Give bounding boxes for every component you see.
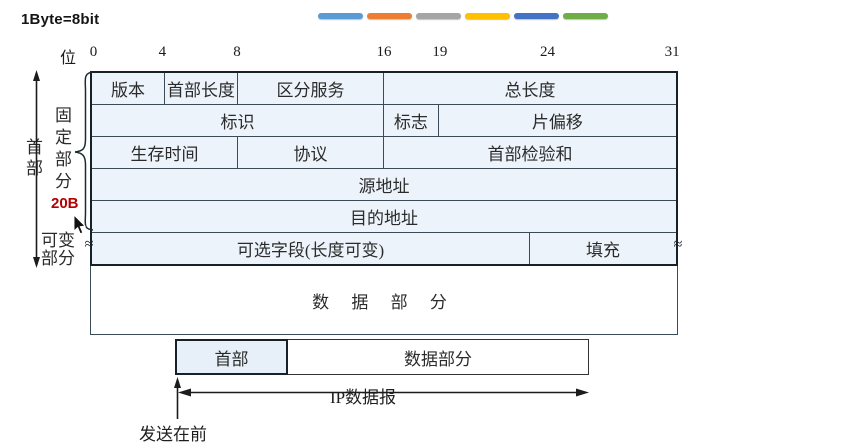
field-version: 版本 [92,73,165,104]
bit-unit-label: 位 [60,50,77,67]
variable-part-line1: 可变 [41,231,75,250]
sent-first-arrow [174,377,181,419]
decor-bar-2 [367,13,412,19]
field-frag-offset: 片偏移 [438,105,676,136]
datagram-data-cell: 数据部分 [288,339,589,375]
mouse-cursor [73,213,87,235]
fixed-part-size: 20B [51,195,79,212]
ipv4-header-table: 版本 首部长度 区分服务 总长度 标识 标志 片偏移 生存时间 协议 首部检验和… [90,71,678,335]
field-identification: 标识 [92,105,384,136]
decor-bar-6 [563,13,608,19]
bit-tick-8: 8 [233,44,241,60]
table-row: 标识 标志 片偏移 [92,105,676,137]
sent-first-label: 发送在前 [139,425,207,444]
table-row: 源地址 [92,169,676,201]
variable-part-label: 可变 部分 [41,232,75,268]
bit-tick-19: 19 [432,44,448,60]
bit-tick-4: 4 [158,44,167,60]
bit-tick-16: 16 [376,44,392,60]
decor-bar-5 [514,13,559,19]
header-span-label: 首部 [25,136,44,180]
decor-bar-4 [465,13,510,19]
variable-part-line2: 部分 [41,249,75,268]
table-row: 目的地址 [92,201,676,233]
ip-datagram-span-label: IP数据报 [322,383,404,408]
table-row: 版本 首部长度 区分服务 总长度 [92,73,676,105]
bit-tick-31: 31 [664,44,680,60]
field-padding: 填充 [530,233,676,264]
field-protocol: 协议 [238,137,384,168]
table-row: 可选字段(长度可变) 填充 [92,233,676,264]
bit-tick-0: 0 [89,44,98,60]
fixed-part-label: 固定部分 [55,106,72,191]
break-mark-left: ≈ [84,236,94,253]
field-source-address: 源地址 [92,169,676,200]
break-mark-right: ≈ [673,236,683,253]
data-part-row: 数 据 部 分 [90,266,678,335]
field-dscp: 区分服务 [238,73,384,104]
table-row: 生存时间 协议 首部检验和 [92,137,676,169]
header-fields-block: 版本 首部长度 区分服务 总长度 标识 标志 片偏移 生存时间 协议 首部检验和… [90,71,678,266]
field-ttl: 生存时间 [92,137,238,168]
datagram-box: 首部 数据部分 [175,339,589,375]
bit-scale: 0 4 8 16 19 24 31 [89,44,680,61]
decor-bar-1 [318,13,363,19]
decor-bar-3 [416,13,461,19]
field-header-length: 首部长度 [165,73,238,104]
field-header-checksum: 首部检验和 [384,137,676,168]
byte-note: 1Byte=8bit [21,11,100,28]
field-total-length: 总长度 [384,73,676,104]
bit-tick-24: 24 [539,44,555,60]
field-flags: 标志 [384,105,439,136]
field-options: 可选字段(长度可变) [92,233,530,264]
field-destination-address: 目的地址 [92,201,676,232]
datagram-header-cell: 首部 [175,339,288,375]
